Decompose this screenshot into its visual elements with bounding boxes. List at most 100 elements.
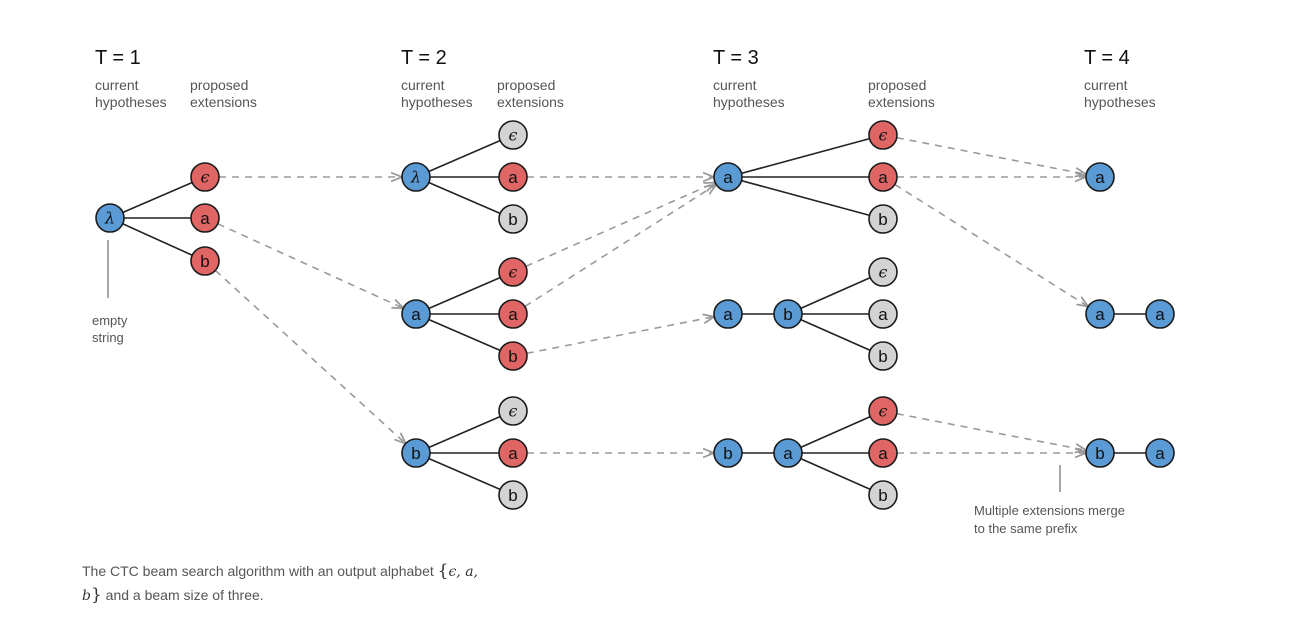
node-hypothesis: a xyxy=(1145,299,1175,329)
beam-link xyxy=(894,183,1087,306)
node-circle xyxy=(868,120,898,150)
tree-edge xyxy=(787,452,884,496)
node-label: b xyxy=(200,252,209,271)
empty-string-annotation: empty string xyxy=(92,240,128,345)
tree-edge xyxy=(109,176,206,219)
node-circle xyxy=(1085,299,1115,329)
node-label: b xyxy=(508,486,517,505)
node-circle xyxy=(498,438,528,468)
tree-edge xyxy=(109,217,206,262)
node-label: a xyxy=(508,168,518,187)
empty-string-line-2: string xyxy=(92,330,124,345)
tree-edge xyxy=(787,410,884,454)
figure-caption: The CTC beam search algorithm with an ou… xyxy=(82,560,502,608)
node-kept: ϵ xyxy=(190,162,220,192)
node-kept: a xyxy=(498,299,528,329)
node-label: a xyxy=(508,305,518,324)
step-header-t1: T = 1 current hypotheses proposed extens… xyxy=(95,47,257,110)
node-label: λ xyxy=(410,168,421,187)
hypotheses-label: hypotheses xyxy=(95,94,167,110)
tree-edge xyxy=(415,271,514,315)
tree-edge xyxy=(415,410,514,454)
node-label: a xyxy=(878,305,888,324)
node-dropped: b xyxy=(868,341,898,371)
node-label: a xyxy=(878,168,888,187)
node-circle xyxy=(498,162,528,192)
beam-link xyxy=(214,269,405,442)
node-circle xyxy=(713,162,743,192)
node-dropped: ϵ xyxy=(498,396,528,426)
node-hypothesis: a xyxy=(713,162,743,192)
node-kept: a xyxy=(868,438,898,468)
node-circle xyxy=(868,396,898,426)
node-circle xyxy=(95,203,125,233)
tree-edges xyxy=(109,134,1160,496)
node-circle xyxy=(498,204,528,234)
node-label: ϵ xyxy=(879,263,888,282)
tree-edge xyxy=(787,313,884,357)
hypotheses-label: hypotheses xyxy=(401,94,473,110)
node-circle xyxy=(773,438,803,468)
node-circle xyxy=(498,299,528,329)
empty-string-line-1: empty xyxy=(92,313,128,328)
node-label: ϵ xyxy=(879,402,888,421)
node-dropped: ϵ xyxy=(498,120,528,150)
node-kept: a xyxy=(498,438,528,468)
step-title: T = 2 xyxy=(401,47,447,69)
node-circle xyxy=(773,299,803,329)
node-circle xyxy=(1085,162,1115,192)
node-label: a xyxy=(1095,168,1105,187)
node-circle xyxy=(498,257,528,287)
tree-edge xyxy=(415,313,514,357)
node-circle xyxy=(868,257,898,287)
node-dropped: b xyxy=(498,480,528,510)
node-kept: a xyxy=(868,162,898,192)
current-label: current xyxy=(713,77,757,93)
node-circle xyxy=(868,341,898,371)
node-label: b xyxy=(508,347,517,366)
node-circle xyxy=(498,341,528,371)
tree-edge xyxy=(727,134,884,178)
node-label: a xyxy=(200,209,210,228)
merge-annotation: Multiple extensions merge to the same pr… xyxy=(974,465,1125,536)
node-label: ϵ xyxy=(509,402,518,421)
node-hypothesis: b xyxy=(713,438,743,468)
node-circle xyxy=(1145,299,1175,329)
node-hypothesis: a xyxy=(1145,438,1175,468)
beam-link xyxy=(896,136,1086,174)
proposed-label: proposed xyxy=(497,77,555,93)
hypotheses-label: hypotheses xyxy=(713,94,785,110)
node-dropped: ϵ xyxy=(868,257,898,287)
node-label: a xyxy=(878,444,888,463)
node-dropped: b xyxy=(868,204,898,234)
node-hypothesis: a xyxy=(1085,162,1115,192)
beam-link xyxy=(525,183,714,268)
tree-edge xyxy=(787,271,884,315)
node-hypothesis: λ xyxy=(401,162,431,192)
node-circle xyxy=(498,396,528,426)
proposed-label: proposed xyxy=(868,77,926,93)
step-title: T = 1 xyxy=(95,47,141,69)
current-label: current xyxy=(1084,77,1128,93)
node-circle xyxy=(498,120,528,150)
step-header-t4: T = 4 current hypotheses xyxy=(1084,47,1156,110)
node-label: b xyxy=(878,347,887,366)
proposed-label: proposed xyxy=(190,77,248,93)
node-label: b xyxy=(723,444,732,463)
node-circle xyxy=(498,480,528,510)
step-title: T = 4 xyxy=(1084,47,1130,69)
node-circle xyxy=(868,480,898,510)
node-kept: ϵ xyxy=(868,396,898,426)
node-label: a xyxy=(723,168,733,187)
node-label: a xyxy=(1095,305,1105,324)
node-label: λ xyxy=(104,209,115,228)
caption-open-brace: { xyxy=(437,561,449,581)
node-kept: a xyxy=(190,203,220,233)
node-dropped: a xyxy=(868,299,898,329)
beam-link xyxy=(524,185,716,308)
beam-link xyxy=(896,412,1086,450)
extensions-label: extensions xyxy=(497,94,564,110)
extensions-label: extensions xyxy=(868,94,935,110)
node-circle xyxy=(1085,438,1115,468)
